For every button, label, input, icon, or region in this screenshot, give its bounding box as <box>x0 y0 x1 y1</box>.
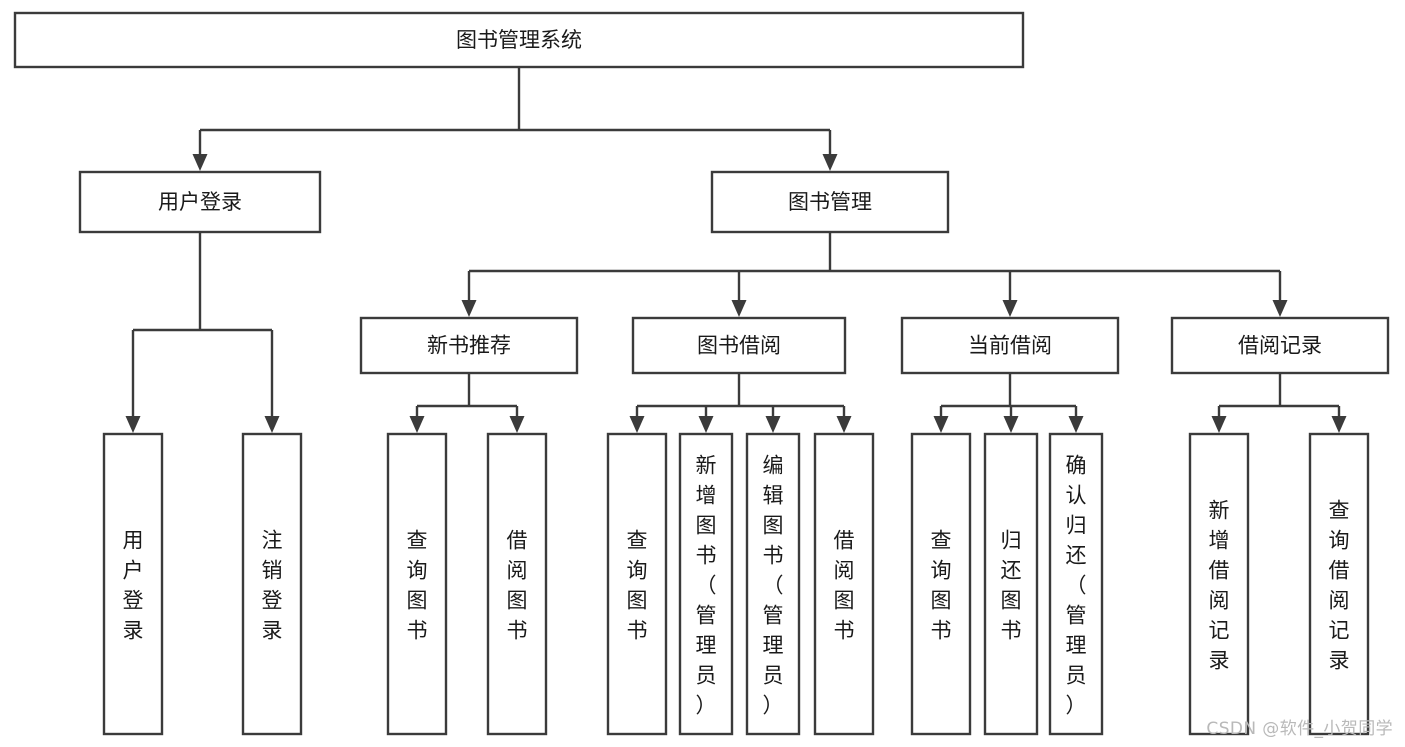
arrow-head-icon <box>1272 300 1288 317</box>
arrow-head-icon <box>192 154 208 171</box>
arrow-head-icon <box>125 416 141 433</box>
node-label: 新增借阅记录 <box>1209 498 1230 672</box>
node-leaf-return-book[interactable]: 归还图书 <box>983 432 1039 736</box>
arrow-head-icon <box>822 154 838 171</box>
node-label: 新增图书（管理员） <box>696 453 717 717</box>
arrow-head-icon <box>264 416 280 433</box>
node-leaf-confirm-return[interactable]: 确认归还（管理员） <box>1048 432 1104 736</box>
arrow-head-icon <box>1211 416 1227 433</box>
node-leaf-add-book[interactable]: 新增图书（管理员） <box>678 432 734 736</box>
connector-group-current-borrow <box>933 373 1084 433</box>
node-label: 新书推荐 <box>427 334 511 358</box>
connector-group-book-borrow <box>629 373 852 433</box>
node-book-borrow[interactable]: 图书借阅 <box>631 316 847 375</box>
node-box[interactable] <box>386 432 448 736</box>
watermark-text: CSDN @软件_小贺同学 <box>1206 719 1393 739</box>
node-box[interactable] <box>813 432 875 736</box>
arrow-head-icon <box>461 300 477 317</box>
node-leaf-borrow-book-2[interactable]: 借阅图书 <box>813 432 875 736</box>
node-label: 查询图书 <box>627 528 648 642</box>
node-label: 用户登录 <box>158 190 242 214</box>
node-box[interactable] <box>1048 432 1104 736</box>
node-box[interactable] <box>983 432 1039 736</box>
node-box[interactable] <box>900 316 1120 375</box>
arrow-head-icon <box>836 416 852 433</box>
arrow-head-icon <box>765 416 781 433</box>
connector-group-user-login <box>125 232 280 433</box>
connector-group-borrow-record <box>1211 373 1347 433</box>
node-label: 图书管理系统 <box>456 28 582 52</box>
arrow-head-icon <box>731 300 747 317</box>
node-leaf-query-book-1[interactable]: 查询图书 <box>386 432 448 736</box>
node-label: 借阅图书 <box>834 528 855 642</box>
arrow-head-icon <box>933 416 949 433</box>
arrow-head-icon <box>409 416 425 433</box>
node-leaf-query-book-2[interactable]: 查询图书 <box>606 432 668 736</box>
arrow-head-icon <box>629 416 645 433</box>
node-box[interactable] <box>910 432 972 736</box>
node-box[interactable] <box>13 11 1025 69</box>
arrow-head-icon <box>509 416 525 433</box>
node-label: 图书管理 <box>788 190 872 214</box>
node-box[interactable] <box>1308 432 1370 736</box>
node-label: 当前借阅 <box>968 334 1052 358</box>
node-box[interactable] <box>1188 432 1250 736</box>
node-label: 查询图书 <box>407 528 428 642</box>
connector-group-root <box>192 67 838 171</box>
node-user-login[interactable]: 用户登录 <box>78 170 322 234</box>
node-label: 借阅图书 <box>507 528 528 642</box>
node-leaf-query-record[interactable]: 查询借阅记录 <box>1308 432 1370 736</box>
node-layer: 图书管理系统用户登录图书管理新书推荐图书借阅当前借阅借阅记录用户登录注销登录查询… <box>13 11 1390 736</box>
node-current-borrow[interactable]: 当前借阅 <box>900 316 1120 375</box>
arrow-head-icon <box>1331 416 1347 433</box>
arrow-head-icon <box>1003 416 1019 433</box>
node-box[interactable] <box>606 432 668 736</box>
node-label: 归还图书 <box>1001 528 1022 642</box>
node-label: 用户登录 <box>123 528 144 642</box>
connector-layer <box>125 67 1347 433</box>
node-label: 查询图书 <box>931 528 952 642</box>
node-borrow-record[interactable]: 借阅记录 <box>1170 316 1390 375</box>
arrow-head-icon <box>698 416 714 433</box>
node-label: 借阅记录 <box>1238 334 1322 358</box>
arrow-head-icon <box>1002 300 1018 317</box>
connector-group-new-book-recommend <box>409 373 525 433</box>
node-box[interactable] <box>486 432 548 736</box>
node-label: 确认归还（管理员） <box>1066 453 1087 717</box>
node-label: 查询借阅记录 <box>1329 498 1350 672</box>
node-box[interactable] <box>710 170 950 234</box>
node-box[interactable] <box>241 432 303 736</box>
node-leaf-add-record[interactable]: 新增借阅记录 <box>1188 432 1250 736</box>
node-box[interactable] <box>78 170 322 234</box>
node-leaf-user-login[interactable]: 用户登录 <box>102 432 164 736</box>
node-box[interactable] <box>745 432 801 736</box>
node-leaf-edit-book[interactable]: 编辑图书（管理员） <box>745 432 801 736</box>
node-label: 注销登录 <box>262 528 283 642</box>
node-leaf-query-book-3[interactable]: 查询图书 <box>910 432 972 736</box>
node-new-book-recommend[interactable]: 新书推荐 <box>359 316 579 375</box>
node-box[interactable] <box>102 432 164 736</box>
node-box[interactable] <box>359 316 579 375</box>
node-leaf-logout[interactable]: 注销登录 <box>241 432 303 736</box>
node-book-manage[interactable]: 图书管理 <box>710 170 950 234</box>
node-box[interactable] <box>678 432 734 736</box>
node-label: 编辑图书（管理员） <box>763 453 784 717</box>
node-root[interactable]: 图书管理系统 <box>13 11 1025 69</box>
node-box[interactable] <box>1170 316 1390 375</box>
node-leaf-borrow-book-1[interactable]: 借阅图书 <box>486 432 548 736</box>
connector-group-book-manage <box>461 232 1288 317</box>
node-box[interactable] <box>631 316 847 375</box>
arrow-head-icon <box>1068 416 1084 433</box>
node-label: 图书借阅 <box>697 334 781 358</box>
